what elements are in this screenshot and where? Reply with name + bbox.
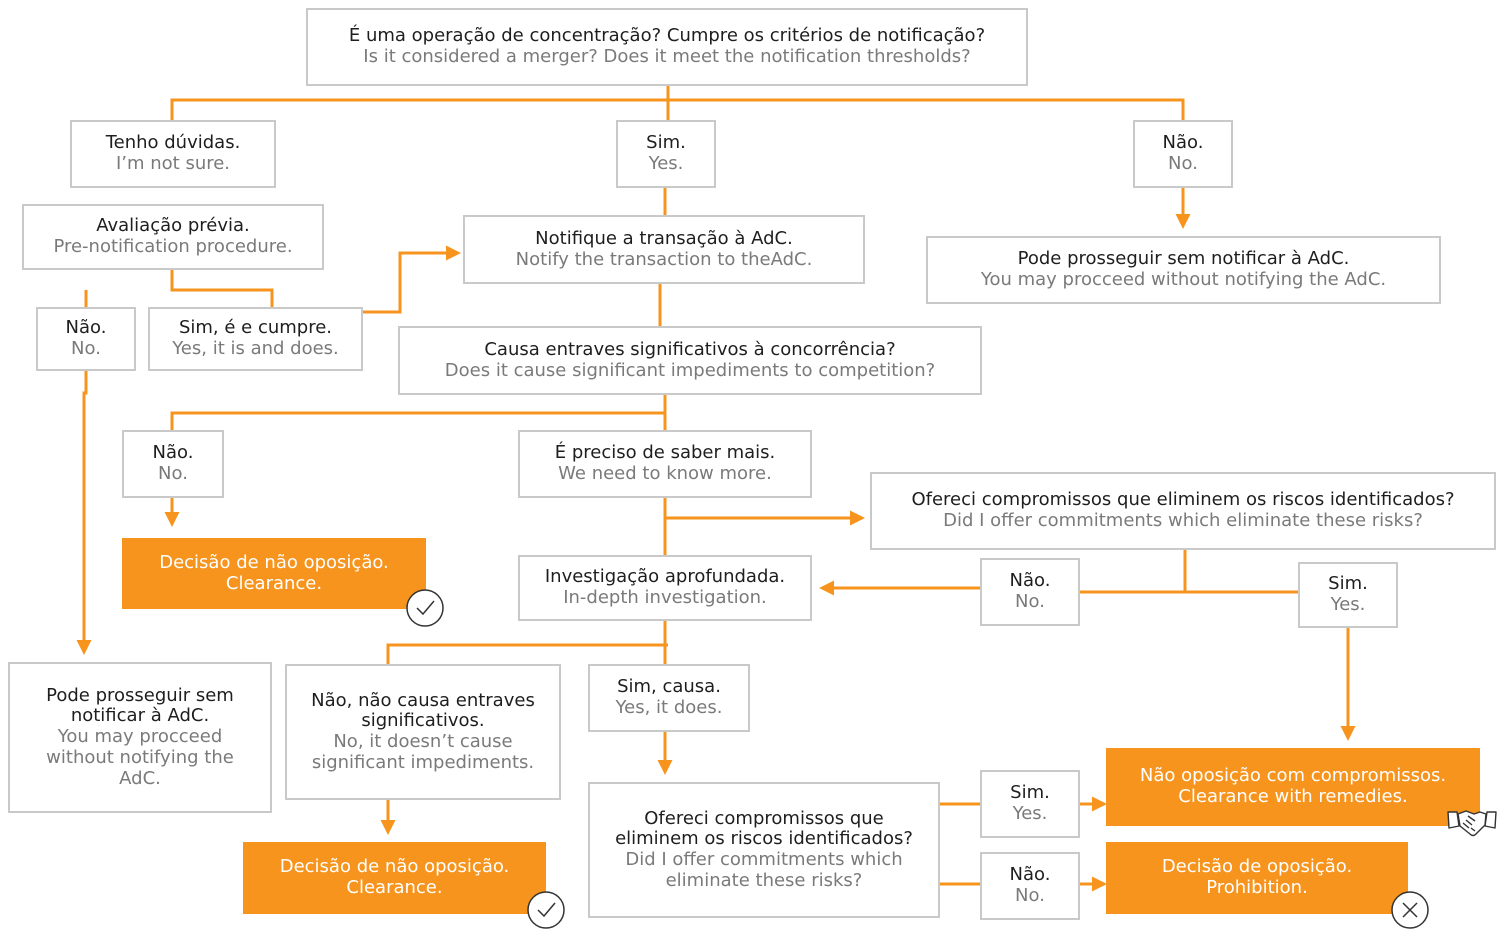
question-impediments: Causa entraves significativos à concorrê… xyxy=(398,326,982,395)
label-pt: Avaliação prévia. xyxy=(96,215,250,237)
label-pt: É preciso de saber mais. xyxy=(554,442,776,464)
label-pt: Sim. xyxy=(646,132,686,154)
label-en: Clearance. xyxy=(225,572,323,594)
label-en: No. xyxy=(1168,153,1198,174)
label-pt: Sim, é e cumpre. xyxy=(178,317,333,339)
pre-answer-no: Não. No. xyxy=(36,307,136,371)
label-pt: Tenho dúvidas. xyxy=(105,132,241,154)
handshake-icon xyxy=(1447,810,1497,837)
connector xyxy=(170,98,1185,120)
label-pt: Decisão de oposição. xyxy=(1161,856,1353,878)
connector xyxy=(386,643,668,664)
check-circle-icon xyxy=(527,891,565,929)
label-pt: Não. xyxy=(152,442,194,464)
connector xyxy=(170,270,274,307)
label-en: We need to know more. xyxy=(558,463,772,484)
label-pt: Pode prosseguir sem notificar à AdC. xyxy=(1017,248,1350,270)
label-en: No. xyxy=(1015,885,1045,906)
proceed-without-notifying-right: Pode prosseguir sem notificar à AdC. You… xyxy=(926,236,1441,304)
decision-clearance-1: Decisão de não oposição. Clearance. xyxy=(122,538,426,609)
label-en: Clearance with remedies. xyxy=(1178,786,1408,807)
label-en: Yes. xyxy=(648,153,684,174)
label-pt: Ofereci compromissos que eliminem os ris… xyxy=(615,807,913,850)
commitments-1-answer-no: Não. No. xyxy=(980,558,1080,626)
decision-clearance-with-remedies: Não oposição com compromissos. Clearance… xyxy=(1106,748,1480,826)
label-en: You may procceed without notifying the A… xyxy=(980,269,1387,290)
notify-transaction: Notifique a transação à AdC. Notify the … xyxy=(463,215,865,284)
answer-not-sure: Tenho dúvidas. I’m not sure. xyxy=(70,120,276,188)
label-en: Is it considered a merger? Does it meet … xyxy=(363,46,971,67)
label-en: You may procceed without notifying the A… xyxy=(46,726,234,789)
label-pt: Não. xyxy=(1009,864,1051,886)
label-en: Yes. xyxy=(1012,803,1048,824)
label-pt: Sim, causa. xyxy=(617,676,721,698)
label-pt: Ofereci compromissos que eliminem os ris… xyxy=(911,489,1455,511)
need-to-know-more: É preciso de saber mais. We need to know… xyxy=(518,430,812,498)
arrow xyxy=(76,371,92,655)
answer-no: Não. No. xyxy=(1133,120,1233,188)
commitments-2-answer-no: Não. No. xyxy=(980,852,1080,920)
proceed-without-notifying-left: Pode prosseguir sem notificar à AdC. You… xyxy=(8,662,272,813)
in-depth-investigation: Investigação aprofundada. In-depth inves… xyxy=(518,555,812,621)
label-pt: Pode prosseguir sem notificar à AdC. xyxy=(46,684,234,727)
label-pt: Não, não causa entraves significativos. xyxy=(311,689,535,732)
label-pt: Não oposição com compromissos. xyxy=(1139,765,1447,787)
yes-it-causes: Sim, causa. Yes, it does. xyxy=(588,664,750,732)
commitments-2-answer-yes: Sim. Yes. xyxy=(980,770,1080,838)
label-pt: Decisão de não oposição. xyxy=(279,856,510,878)
pre-answer-yes: Sim, é e cumpre. Yes, it is and does. xyxy=(148,307,363,371)
label-pt: Notifique a transação à AdC. xyxy=(535,227,793,249)
decision-prohibition: Decisão de oposição. Prohibition. xyxy=(1106,842,1408,914)
label-en: Notify the transaction to theAdC. xyxy=(515,248,813,270)
label-en: I’m not sure. xyxy=(115,153,231,174)
label-en: Yes, it is and does. xyxy=(172,338,339,359)
question-commitments-1: Ofereci compromissos que eliminem os ris… xyxy=(870,472,1496,550)
label-pt: É uma operação de concentração? Cumpre o… xyxy=(348,25,986,47)
arrow xyxy=(363,245,461,314)
label-pt: Decisão de não oposição. xyxy=(159,551,389,573)
question-commitments-2: Ofereci compromissos que eliminem os ris… xyxy=(588,782,940,918)
label-en: Did I offer commitments which eliminate … xyxy=(943,510,1423,531)
label-pt: Investigação aprofundada. xyxy=(544,566,786,588)
impediments-answer-no: Não. No. xyxy=(122,430,224,498)
label-pt: Sim. xyxy=(1328,573,1368,595)
label-en: Clearance. xyxy=(346,877,443,898)
connector xyxy=(170,411,665,430)
question-merger-thresholds: É uma operação de concentração? Cumpre o… xyxy=(306,8,1028,86)
check-circle-icon xyxy=(406,589,444,627)
label-pt: Não. xyxy=(1162,132,1204,154)
label-pt: Sim. xyxy=(1010,782,1050,804)
label-en: No. xyxy=(158,463,188,484)
commitments-1-answer-yes: Sim. Yes. xyxy=(1298,562,1398,628)
label-en: Prohibition. xyxy=(1206,877,1308,898)
label-en: No. xyxy=(71,338,101,359)
label-en: Yes. xyxy=(1330,594,1366,615)
label-pt: Causa entraves significativos à concorrê… xyxy=(484,338,896,360)
answer-yes: Sim. Yes. xyxy=(616,120,716,188)
label-en: Does it cause significant impediments to… xyxy=(444,359,936,381)
no-significant-impediments: Não, não causa entraves significativos. … xyxy=(285,664,561,800)
label-en: Pre-notification procedure. xyxy=(53,236,293,257)
x-circle-icon xyxy=(1391,891,1429,929)
label-en: Yes, it does. xyxy=(615,697,723,718)
pre-notification-procedure: Avaliação prévia. Pre-notification proce… xyxy=(22,204,324,270)
label-en: No. xyxy=(1015,591,1045,612)
label-pt: Não. xyxy=(1009,570,1051,592)
label-en: In-depth investigation. xyxy=(563,587,767,608)
label-en: No, it doesn’t cause significant impedim… xyxy=(311,731,535,773)
label-pt: Não. xyxy=(65,317,107,339)
decision-clearance-2: Decisão de não oposição. Clearance. xyxy=(243,842,546,914)
label-en: Did I offer commitments which eliminate … xyxy=(625,849,903,891)
